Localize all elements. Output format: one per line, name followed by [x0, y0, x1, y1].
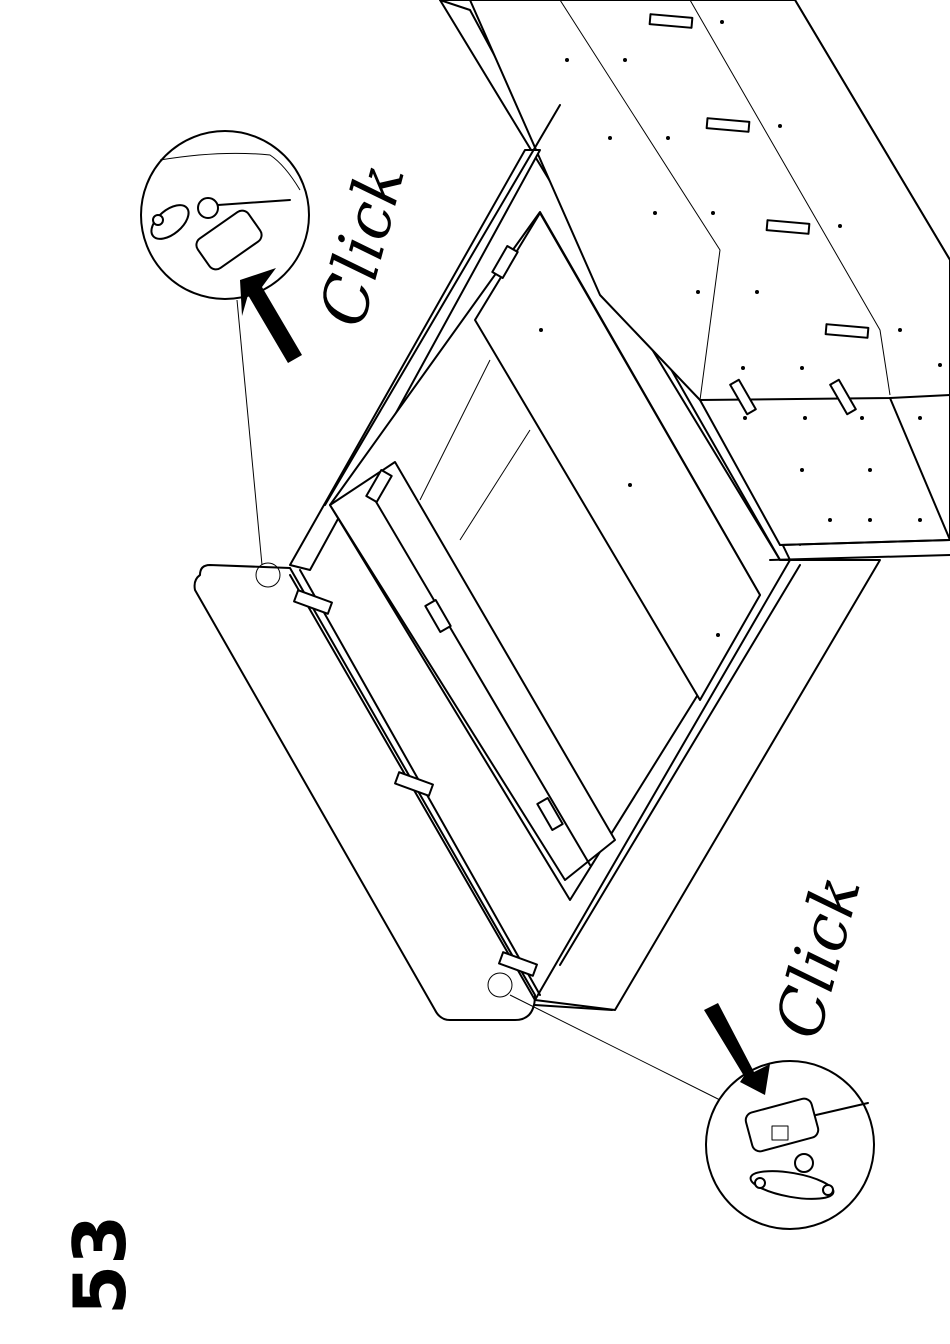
step-number: 53: [58, 1215, 142, 1315]
detail-callout-bottom: [704, 1003, 874, 1229]
click-label-bottom: Click: [762, 868, 876, 1046]
leader-line-top: [237, 300, 262, 565]
click-label-top: Click: [306, 156, 420, 334]
detail-callout-top: [141, 131, 309, 363]
